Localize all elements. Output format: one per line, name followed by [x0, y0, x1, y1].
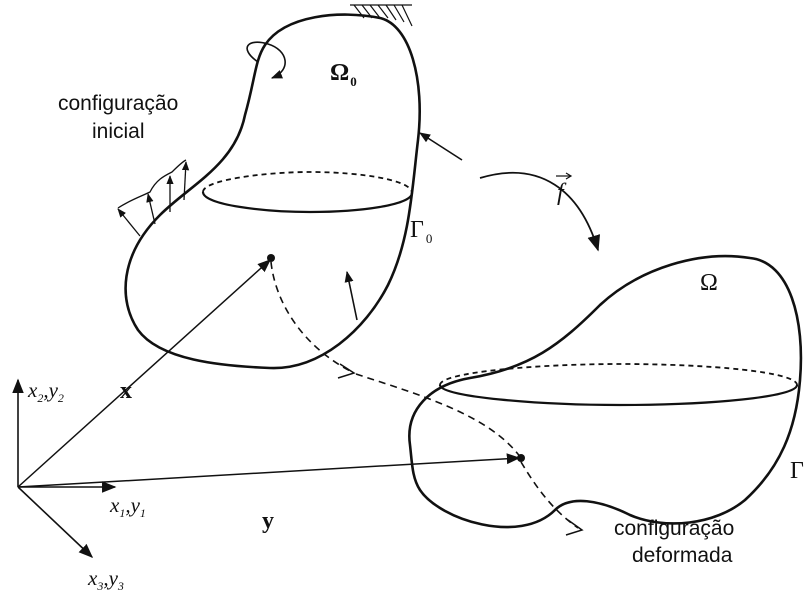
initial-label-line2: inicial: [92, 120, 145, 143]
omega-label: Ω: [700, 270, 718, 296]
trajectory-1: [270, 261, 353, 373]
trajectory-2: [355, 373, 522, 459]
fixed-support-hatching: [350, 4, 413, 27]
initial-section-front: [201, 191, 414, 214]
position-vector-x: [17, 259, 272, 488]
force-label: f: [556, 172, 573, 206]
body-force-arrow: [344, 270, 358, 321]
gamma-label: Γ: [790, 458, 804, 484]
trajectory-3: [520, 461, 579, 529]
axis3-label: x3,y3: [87, 566, 124, 593]
deformed-label-line2: deformada: [632, 544, 733, 567]
deformed-section-back: [439, 363, 798, 386]
axis1-label: x1,y1: [109, 493, 146, 520]
vector-y-label: y: [262, 508, 274, 534]
material-point-initial: [267, 254, 275, 262]
initial-body-outline: [124, 13, 421, 370]
svg-text:f: f: [557, 180, 567, 206]
moment-arrow: [246, 41, 286, 79]
deformed-label-line1: configuração: [614, 517, 734, 540]
initial-label-line1: configuração: [58, 92, 178, 115]
trajectory-3-head: [565, 519, 584, 536]
deformed-body-outline: [408, 254, 803, 529]
omega0-label: Ω0: [330, 60, 357, 89]
mapping-arrow: [479, 171, 601, 252]
trajectory-1-head: [337, 363, 356, 379]
position-vector-y: [17, 453, 521, 488]
coordinate-axes: [12, 378, 117, 558]
deformed-section-front: [438, 384, 799, 407]
distributed-load: [117, 159, 190, 237]
vector-x-label: x: [120, 378, 132, 404]
axis2-label: x2,y2: [27, 378, 64, 405]
initial-section-back: [202, 171, 413, 194]
point-force-arrow: [419, 132, 463, 161]
